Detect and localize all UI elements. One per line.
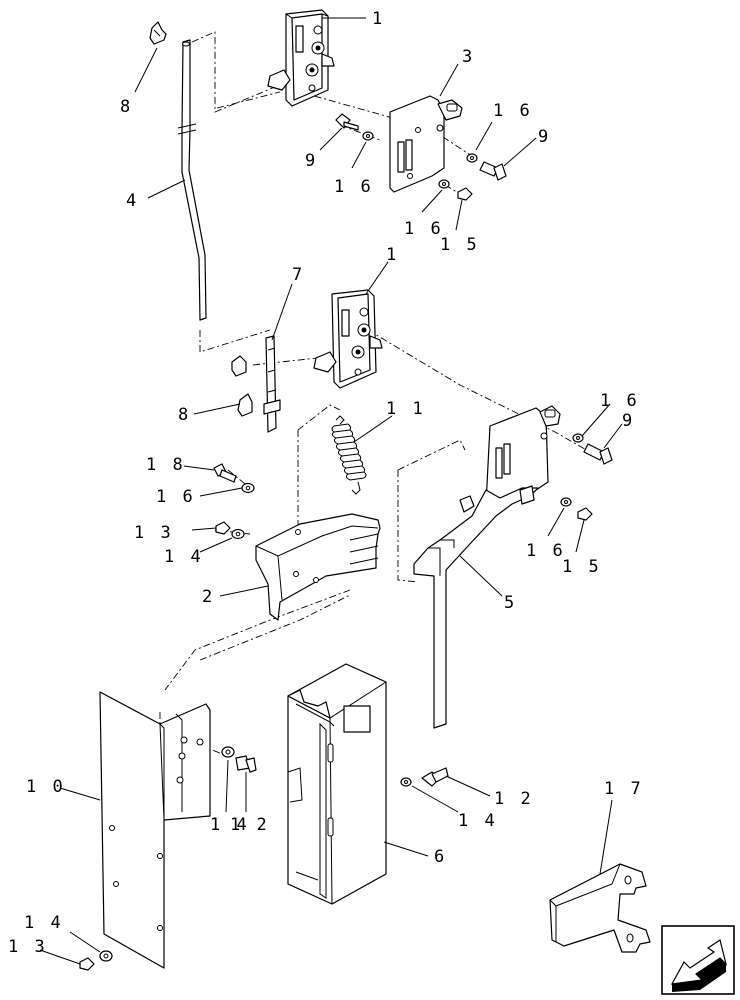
callout-12-b: 1 2: [494, 789, 534, 809]
lever-part-5: [413, 405, 561, 729]
callout-18: 1 8: [146, 455, 186, 475]
callout-4: 4: [126, 191, 139, 211]
callout-7: 7: [292, 265, 305, 285]
callout-1-middle: 1: [386, 245, 399, 265]
callout-14-c: 1 4: [458, 811, 498, 831]
callout-16-e: 1 6: [156, 487, 196, 507]
callout-11: 1 1: [386, 399, 426, 419]
hardware-middle: [213, 433, 613, 540]
previous-page-button[interactable]: [661, 925, 735, 995]
callout-15-a: 1 5: [440, 235, 480, 255]
callout-2: 2: [202, 587, 215, 607]
alignment-lines: [159, 31, 591, 781]
callout-5: 5: [504, 593, 517, 613]
callout-8-top: 8: [120, 97, 133, 117]
callout-15-b: 1 5: [562, 557, 602, 577]
bracket-part-2: [255, 513, 381, 621]
callout-14-a: 1 4: [164, 547, 204, 567]
callout-16-d: 1 6: [600, 391, 640, 411]
hardware-bottom: [79, 746, 449, 971]
callout-1-top: 1: [372, 9, 385, 29]
housing-part-6: [287, 663, 387, 905]
callout-8-middle: 8: [178, 405, 191, 425]
callout-labels: 1 8 3 1 6 9 9 1 6 4 1 6 1 5 7 1 8 1 1 1 …: [8, 9, 644, 957]
callout-14-d: 1 4: [24, 913, 64, 933]
callout-3: 3: [462, 47, 475, 67]
latch-part-1-middle: [313, 289, 383, 389]
spring-part-11: [331, 415, 367, 495]
callout-16-c: 1 6: [404, 219, 444, 239]
callout-9-b: 9: [305, 151, 318, 171]
callout-10: 1 0: [26, 777, 66, 797]
plate-part-10: [99, 691, 211, 969]
callout-12-a: 1 2: [230, 815, 270, 835]
callout-13-b: 1 3: [8, 937, 48, 957]
rod-part-4: [177, 39, 207, 321]
callout-6: 6: [434, 847, 447, 867]
arrow-down-left-icon: [670, 939, 728, 992]
callout-14-b: 1 4: [210, 815, 250, 835]
callout-16-b: 1 6: [334, 177, 374, 197]
callout-16-a: 1 6: [493, 101, 533, 121]
hardware-top: [335, 113, 507, 201]
callout-16-f: 1 6: [526, 541, 566, 561]
latch-part-1-top: [267, 9, 335, 107]
callout-9-c: 9: [622, 411, 635, 431]
clip-part-8-top: [149, 21, 167, 45]
leader-lines: [39, 17, 623, 965]
rod-part-7: [263, 335, 281, 433]
bracket-part-17: [549, 863, 651, 953]
callout-13-a: 1 3: [134, 523, 174, 543]
clip-part-8-middle: [231, 355, 253, 417]
callout-17: 1 7: [604, 779, 644, 799]
callout-9-a: 9: [538, 127, 551, 147]
plate-part-3: [389, 95, 463, 193]
